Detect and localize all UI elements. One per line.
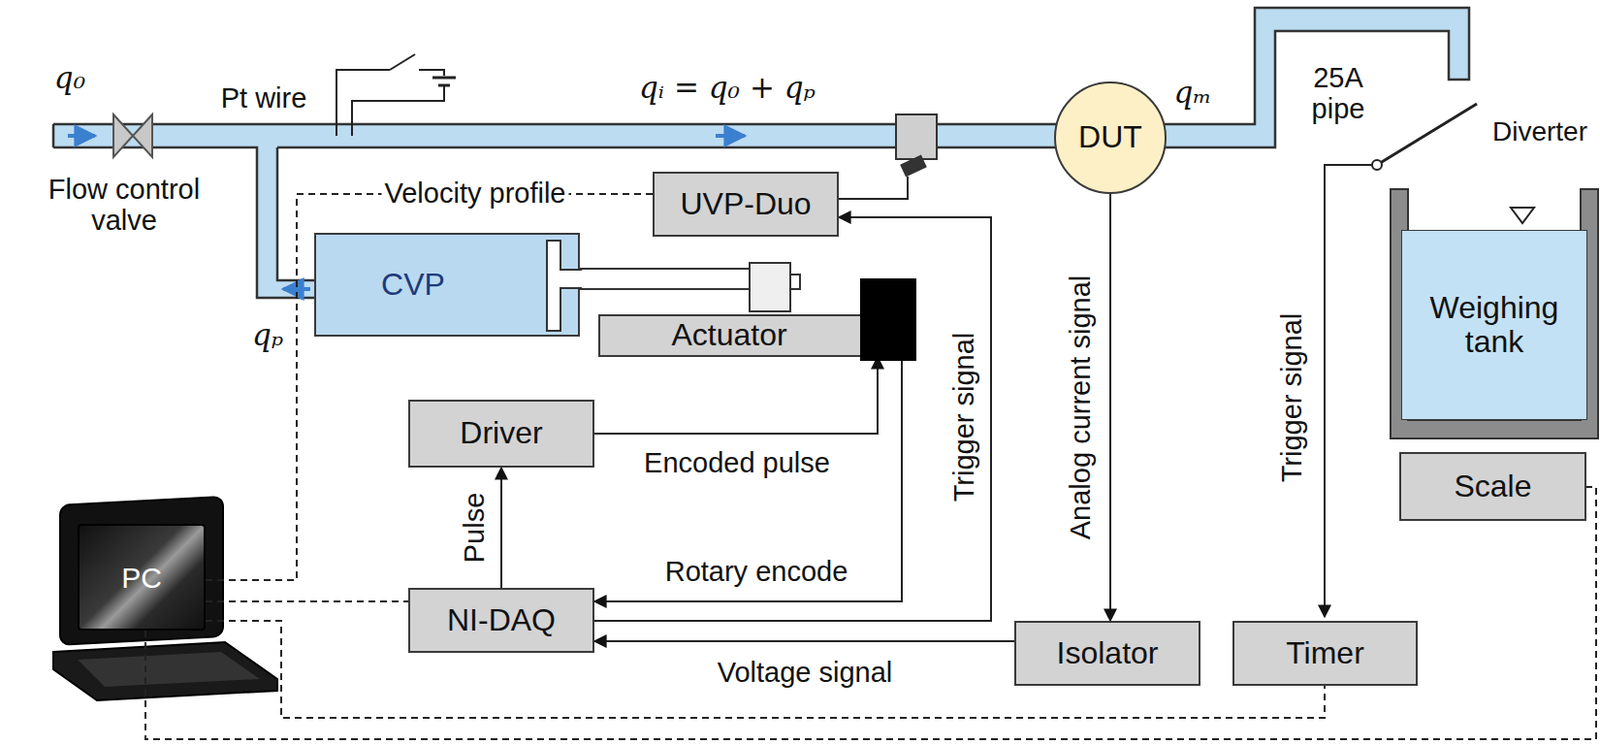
cvp-cylinder: CVP [314,232,580,337]
scale-box: Scale [1399,451,1587,521]
piston-rod [579,262,800,312]
drawing-path [283,287,311,291]
drawing-path [389,54,416,70]
signal-line [594,356,902,602]
part-label: qᵢ = q₀ + qₚ [639,70,816,104]
node-text: CVP [381,267,446,302]
part-label: Flow control valve [27,174,222,237]
drawing-rect [60,496,224,645]
drawing-rect [899,155,928,178]
tank-container [1390,189,1599,439]
edge-label: Velocity profile [382,177,570,210]
part-label: qₘ [1174,75,1213,109]
edge-label: Pulse [458,489,491,567]
drawing-rect [896,114,937,160]
pc-screen: PC [77,523,206,631]
edge-label: Encoded pulse [640,447,833,480]
uvp-duo-box: UVP-Duo [652,171,839,237]
water-level-mark [1510,207,1535,224]
drawing-rect [579,268,755,289]
drawing-path [132,114,153,158]
node-text: Isolator [1056,636,1159,671]
part-label: Diverter [1492,117,1588,148]
daq-box: NI-DAQ [408,587,595,653]
drawing-path [113,114,133,158]
drawing-path [1376,103,1477,165]
isolator-box: Isolator [1014,620,1201,686]
outlet-pipe [1158,7,1470,148]
data-link [145,486,1597,739]
signal-line [594,640,1015,642]
node-text: Driver [459,416,543,450]
drawing-rect [749,262,791,312]
signal-line [594,356,878,434]
drawing-path [52,124,56,148]
node-text: Actuator [671,318,787,352]
data-link [205,193,653,580]
drawing-path [67,133,96,138]
drawing-path [336,69,390,136]
edge-label: Trigger signal [948,329,981,506]
part-label: q₀ [54,61,86,95]
drawing-path [77,651,260,687]
drawing-rect [256,280,316,298]
edge-label: Rotary encode [662,555,852,588]
signal-label: Trigger signal [1277,313,1309,483]
ultrasonic-sensor [838,114,937,199]
motor-block [860,278,917,361]
node-text: NI-DAQ [447,603,556,638]
drawing-path [277,146,1057,150]
drawing-rect [790,274,800,289]
part-label: 25A pipe [1299,63,1377,126]
data-link [205,620,1325,718]
laptop [53,496,278,701]
part-label: Pt wire [221,83,308,115]
timer-box: Timer [1232,620,1418,686]
drawing-path [1324,164,1373,617]
drawing-circle [1372,160,1382,170]
actuator-box: Actuator [598,314,917,357]
node-text: Timer [1285,636,1365,671]
drawing-path [838,176,908,199]
signal-line [500,467,503,588]
data-link [205,600,409,603]
drawing-path [715,133,745,138]
drawing-path [1510,207,1535,224]
driver-box: Driver [408,399,595,468]
piston-rod-inner [559,268,582,289]
node-text: DUT [1078,120,1143,155]
drawing-path [53,641,278,701]
edge-label: Voltage signal [714,656,896,689]
drawing-path [432,76,456,80]
drawing-path [352,85,445,136]
drawing-path [418,69,445,76]
edge-label: Analog current signal [1064,272,1097,543]
signal-line [594,217,992,621]
node-text: Weighing tank [1408,290,1581,359]
part-label: qₚ [252,318,284,352]
node-text: PC [121,561,162,594]
signal-line [1109,193,1112,621]
drawing-rect [256,147,278,298]
weighing-tank: Weighing tank [1401,229,1588,420]
flow-control-valve [113,114,153,158]
dut-circle: DUT [1054,81,1167,194]
node-text: Scale [1453,469,1532,504]
node-text: UVP-Duo [679,187,811,222]
pt-wire-circuit [336,54,456,136]
